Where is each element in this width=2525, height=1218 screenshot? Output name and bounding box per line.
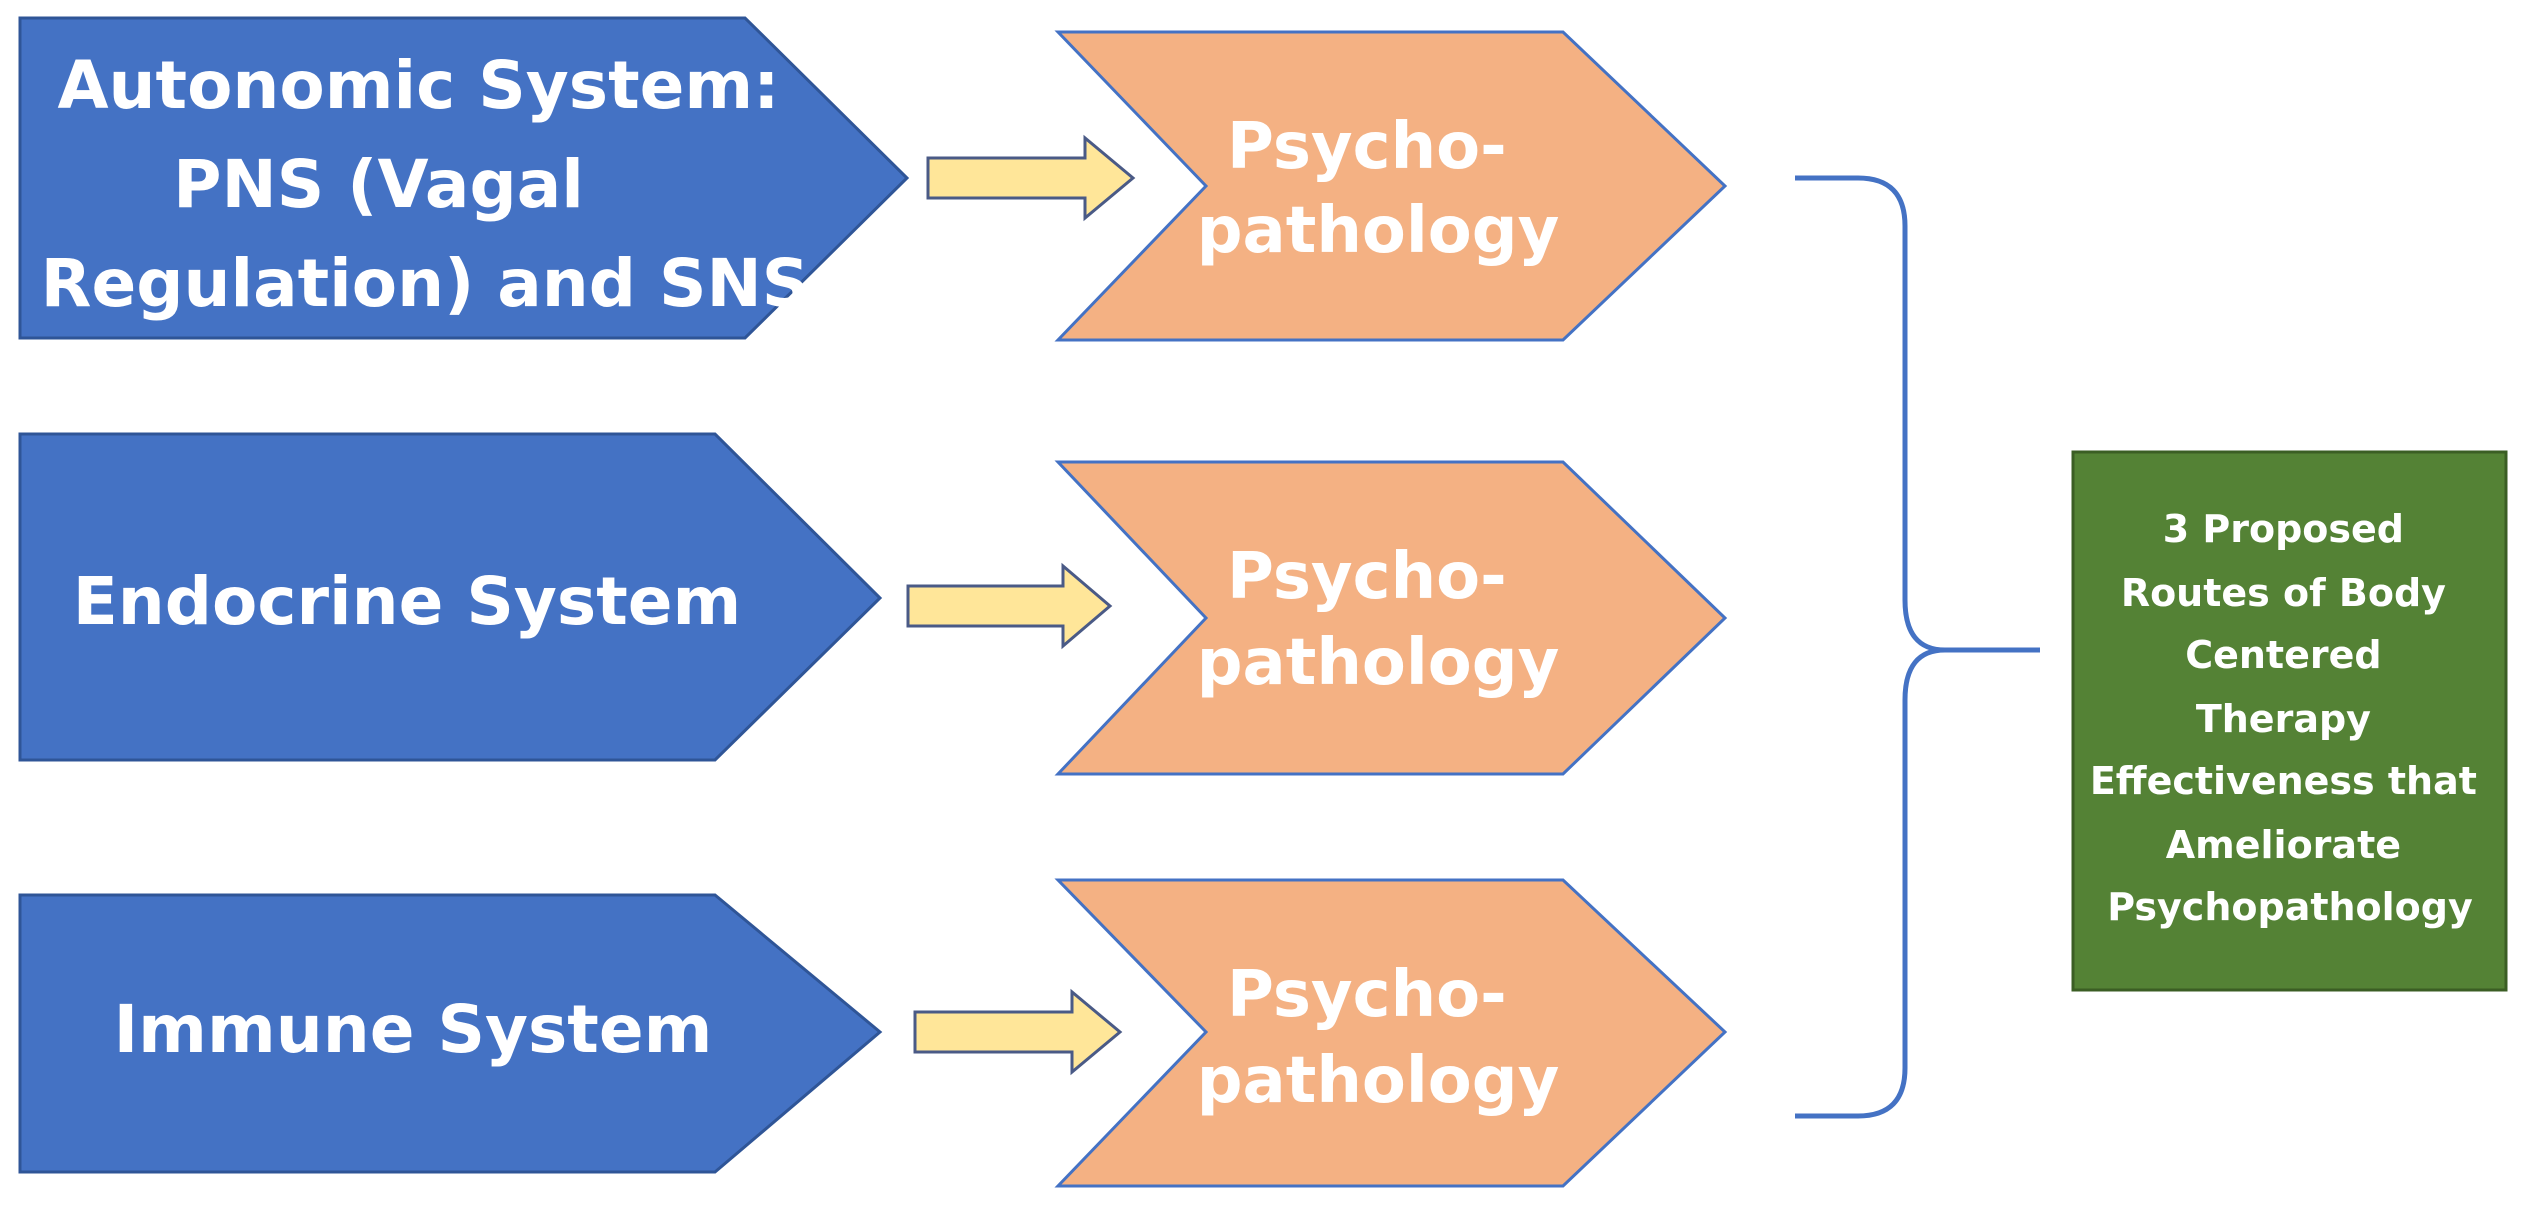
system-label-autonomic: Autonomic System: PNS (Vagal Regulation)…	[41, 47, 810, 322]
system-label-endocrine: Endocrine System	[73, 563, 742, 640]
system-shape-endocrine	[18, 432, 883, 762]
system-label-immune: Immune System	[114, 991, 713, 1068]
system-shape-autonomic	[18, 16, 910, 340]
system-shape-immune	[18, 893, 883, 1174]
outcome-shape-2	[1054, 460, 1728, 776]
grouping-brace	[1795, 175, 2040, 1119]
outcome-label-2: Psycho- pathology	[1197, 540, 1560, 700]
arrow-immune-to-outcome	[913, 988, 1123, 1076]
arrow-autonomic-to-outcome	[926, 134, 1136, 222]
outcome-shape-3	[1054, 878, 1728, 1188]
summary-label: 3 Proposed Routes of Body Centered Thera…	[2090, 507, 2490, 929]
summary-box	[2071, 450, 2508, 992]
outcome-label-3: Psycho- pathology	[1197, 958, 1560, 1118]
arrow-endocrine-to-outcome	[906, 562, 1113, 650]
outcome-label-1: Psycho- pathology	[1197, 110, 1560, 268]
outcome-shape-1	[1054, 30, 1728, 342]
